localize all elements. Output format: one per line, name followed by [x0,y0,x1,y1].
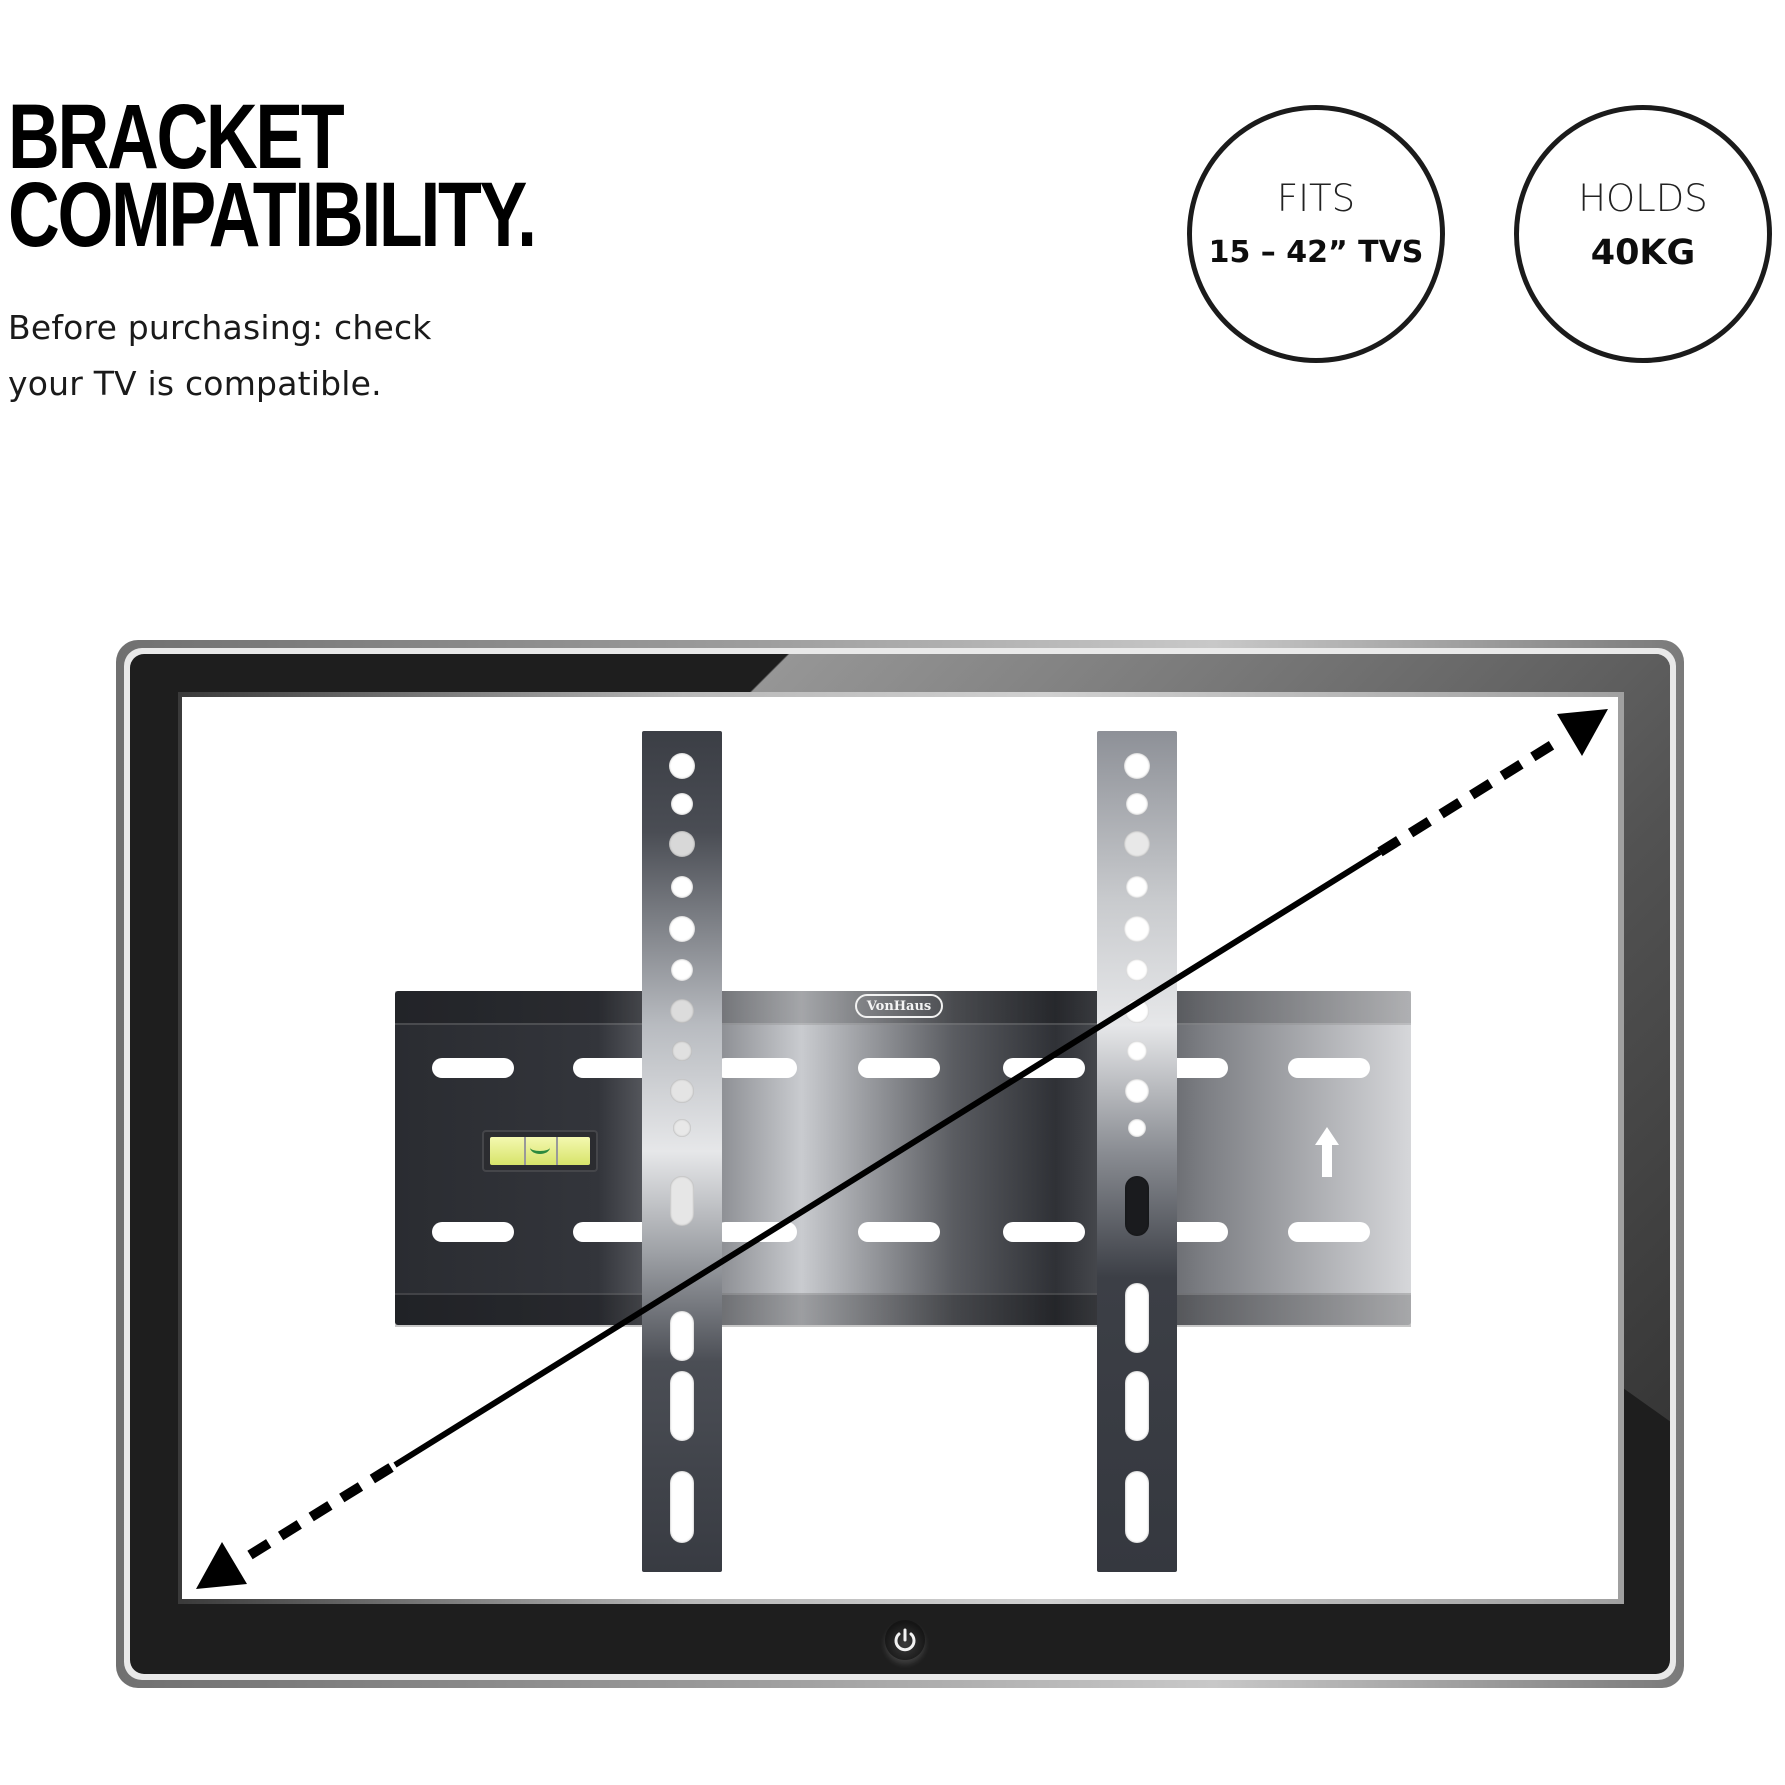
bolt-hole [669,916,695,942]
bolt-hole [1127,1041,1147,1061]
bolt-hole [1124,831,1150,857]
subtitle-line-1: Before purchasing: check [8,308,432,347]
title-line-2: COMPATIBILITY. [8,164,537,266]
bolt-hole [1125,1079,1149,1103]
level-bubble [530,1141,550,1154]
power-button[interactable] [885,1620,925,1660]
bolt-hole [671,876,693,898]
bolt-hole [671,793,693,815]
bolt-hole [1126,793,1148,815]
power-icon [894,1628,916,1652]
bolt-hole [1124,753,1150,779]
bolt-hole [671,959,693,981]
bolt-slot [670,1311,694,1361]
bolt-hole [672,1041,692,1061]
mounting-slot [858,1058,940,1078]
mounting-slot [858,1222,940,1242]
spec-label: HOLDS [1578,177,1708,220]
mounting-slot [1003,1058,1085,1078]
bolt-hole [669,831,695,857]
mounting-slot [715,1222,797,1242]
bolt-hole [1126,876,1148,898]
bolt-slot [1125,1176,1149,1236]
spec-badge-holds: HOLDS 40KG [1514,105,1772,363]
bolt-hole [669,753,695,779]
bolt-hole [670,1079,694,1103]
mounting-slot [1288,1058,1370,1078]
mounting-slot [715,1058,797,1078]
mounting-slot [1288,1222,1370,1242]
bolt-hole [1126,959,1148,981]
bolt-slot [1125,1371,1149,1441]
bolt-slot [670,1176,694,1226]
spec-badge-fits: FITS 15 – 42” TVS [1187,105,1445,363]
bolt-hole [673,1119,691,1137]
up-arrow-icon [1315,1127,1339,1177]
bolt-hole [1124,916,1150,942]
bracket-arm-right [1097,731,1177,1572]
bolt-hole [670,999,694,1023]
page-title: BRACKET COMPATIBILITY. [8,86,537,266]
spec-label: FITS [1276,177,1356,220]
bracket-arm-left [642,731,722,1572]
bolt-slot [1125,1471,1149,1543]
spec-value: 40KG [1590,233,1696,273]
bolt-hole [1128,1119,1146,1137]
spec-value: 15 – 42” TVS [1208,235,1424,270]
spirit-level-icon [482,1130,598,1172]
bolt-slot [670,1471,694,1543]
bolt-slot [670,1371,694,1441]
bracket-plate-bottom-lip [395,1293,1411,1327]
mounting-slot [432,1058,514,1078]
mounting-slot [1003,1222,1085,1242]
mounting-slot [432,1222,514,1242]
subtitle: Before purchasing: check your TV is comp… [8,300,432,412]
subtitle-line-2: your TV is compatible. [8,364,382,403]
level-vial [490,1137,590,1165]
brand-logo: VonHaus [855,994,943,1018]
bolt-slot [1125,1283,1149,1353]
title-line-1: BRACKET [8,86,345,188]
bolt-hole [1125,999,1149,1023]
